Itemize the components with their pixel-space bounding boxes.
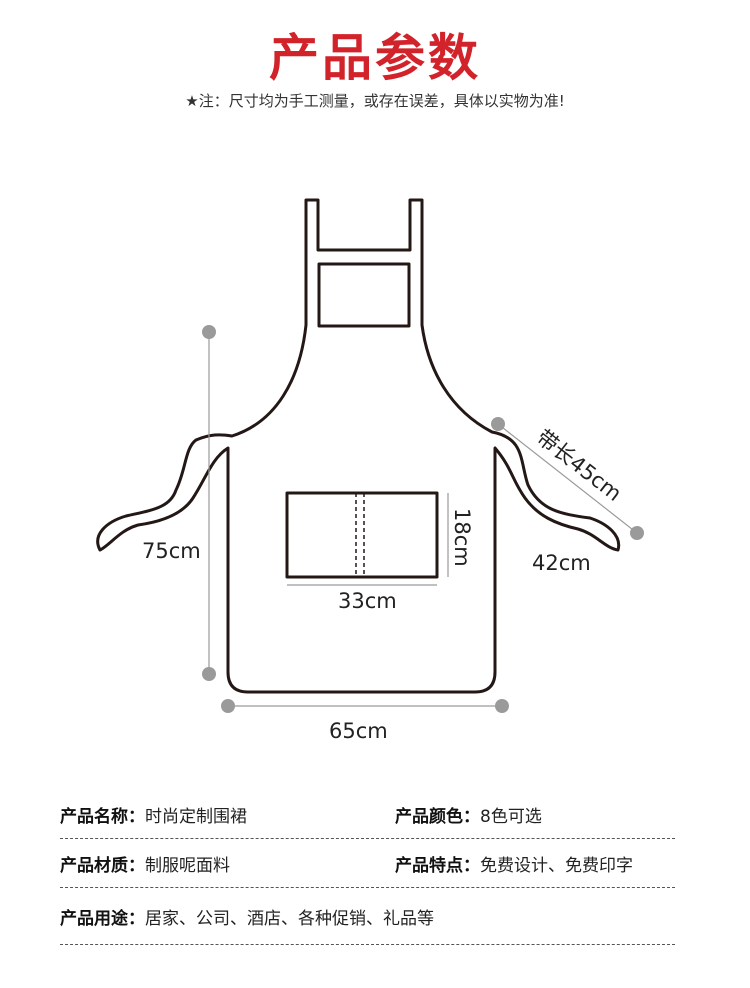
spec-item-name: 产品名称： 时尚定制围裙 [60, 802, 395, 827]
apron-diagram: 75cm 65cm 33cm 18cm 带长45cm 42cm [96, 198, 644, 743]
spec-item-usage: 产品用途： 居家、公司、酒店、各种促销、礼品等 [60, 904, 434, 929]
spec-item-features: 产品特点： 免费设计、免费印字 [395, 851, 633, 876]
spec-table: 产品名称： 时尚定制围裙 产品颜色： 8色可选 产品材质： 制服呢面料 产品特点… [60, 790, 675, 945]
height-label: 75cm [142, 539, 201, 563]
spec-item-color: 产品颜色： 8色可选 [395, 802, 542, 827]
spec-value: 居家、公司、酒店、各种促销、礼品等 [145, 908, 434, 929]
spec-label: 产品颜色： [395, 806, 480, 827]
pocket-height-label: 18cm [450, 508, 474, 567]
spec-value: 时尚定制围裙 [145, 806, 247, 827]
spec-row: 产品名称： 时尚定制围裙 产品颜色： 8色可选 [60, 790, 675, 839]
spec-value: 免费设计、免费印字 [480, 855, 633, 876]
page-title: 产品参数 [269, 29, 481, 87]
height-measure-bottom-dot [202, 667, 216, 681]
strap-length-label: 带长45cm [532, 425, 626, 506]
spec-value: 8色可选 [480, 806, 542, 827]
width-label: 65cm [329, 719, 388, 743]
spec-label: 产品材质： [60, 855, 145, 876]
width-measure-right-dot [495, 699, 509, 713]
spec-value: 制服呢面料 [145, 855, 230, 876]
apron-outline [96, 198, 621, 694]
spec-label: 产品用途： [60, 908, 145, 929]
pocket-width-label: 33cm [338, 589, 397, 613]
spec-label: 产品名称： [60, 806, 145, 827]
spec-item-material: 产品材质： 制服呢面料 [60, 851, 395, 876]
spec-row: 产品材质： 制服呢面料 产品特点： 免费设计、免费印字 [60, 839, 675, 888]
strap-measure-line [497, 423, 638, 534]
width-measure-left-dot [221, 699, 235, 713]
spec-label: 产品特点： [395, 855, 480, 876]
height-measure-top-dot [202, 325, 216, 339]
chest-pocket [317, 262, 411, 328]
strap-measure-end-dot [630, 526, 644, 540]
front-pocket [285, 491, 439, 579]
spec-row: 产品用途： 居家、公司、酒店、各种促销、礼品等 [60, 888, 675, 945]
side-length-label: 42cm [532, 551, 591, 575]
measurement-note: ★注：尺寸均为手工测量，或存在误差，具体以实物为准! [185, 92, 565, 110]
strap-measure-start-dot [491, 417, 505, 431]
